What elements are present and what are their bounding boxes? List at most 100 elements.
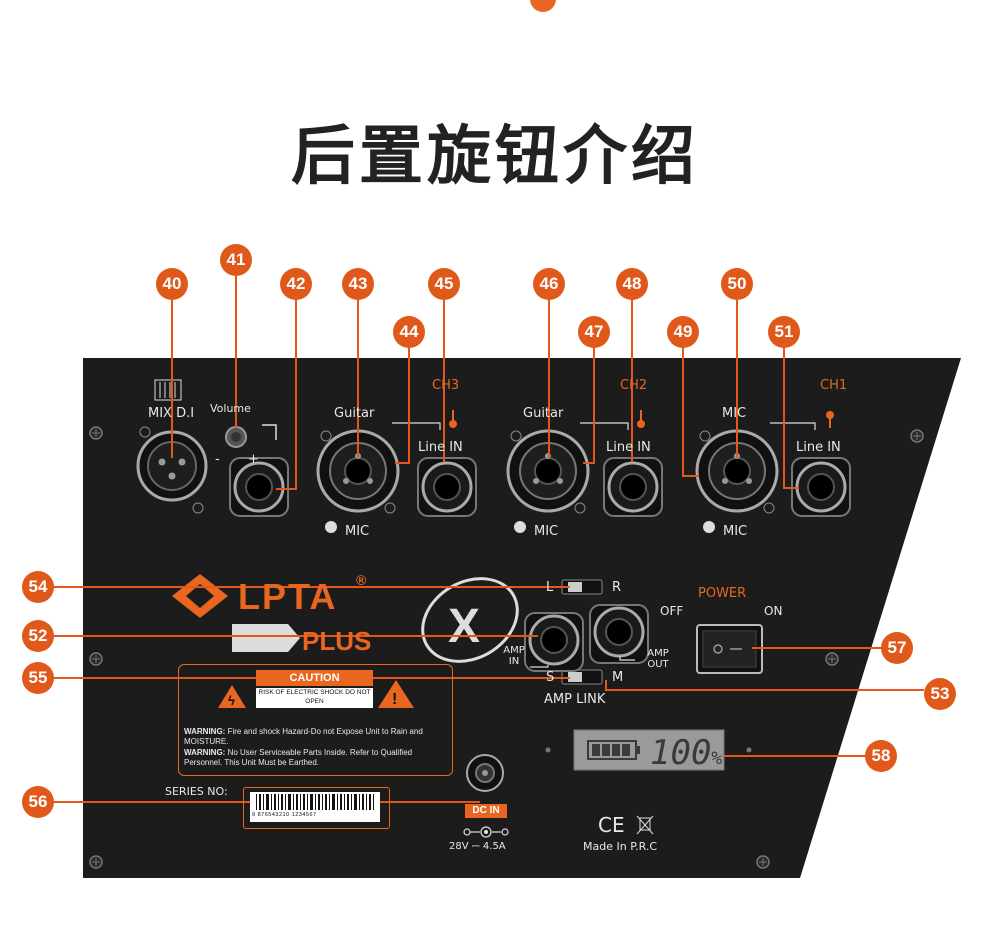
callout-42: 42 [280,268,312,300]
volume-label: Volume [210,402,251,415]
warning-2: WARNING: No User Serviceable Parts Insid… [184,748,449,768]
panel-body [83,358,961,878]
line-in-jack-ch2 [603,457,663,517]
warning-2-head: WARNING: [184,748,226,757]
amp-in-jack [524,612,584,672]
callout-40: 40 [156,268,188,300]
amp-link-label: AMP LINK [544,692,606,707]
callout-47: 47 [578,316,610,348]
callout-52: 52 [22,620,54,652]
callout-49: 49 [667,316,699,348]
callout-57: 57 [881,632,913,664]
ch2-label: CH2 [620,378,648,393]
line-in-jack-ch1 [791,457,851,517]
power-label: POWER [698,586,747,601]
ch1-mic-top-label: MIC [722,406,747,421]
xlr-mix-di-connector [136,426,208,514]
plus-logo: PLUS [302,626,372,656]
dc-rating-label: 28V ⎓ 4.5A [449,841,506,852]
lr-right-label: R [612,580,622,595]
amp-out-jack [589,604,649,664]
warning-1-text: Fire and shock Hazard-Do not Expose Unit… [184,727,423,746]
callout-56: 56 [22,786,54,818]
caution-subtitle: RISK OF ELECTRIC SHOCK DO NOT OPEN [256,688,373,708]
warning-1-head: WARNING: [184,727,226,736]
power-off-label: OFF [660,604,684,618]
callout-54: 54 [22,571,54,603]
mix-out-jack [229,457,289,517]
barcode [250,792,380,822]
callout-48: 48 [616,268,648,300]
volume-minus-label: - [215,452,220,467]
ch2-line-in-label: Line IN [606,440,651,455]
callout-44: 44 [393,316,425,348]
page-title: 后置旋钮介绍 [291,120,699,194]
sm-right-label: M [612,670,624,685]
amp-out-label: AMP OUT [647,648,669,670]
combo-jack-ch3 [316,429,400,514]
dc-in-jack [466,754,504,792]
callout-53: 53 [924,678,956,710]
lcd-readout: 100% [650,733,722,773]
mixer-icon [154,379,182,401]
svg-text:ϟ: ϟ [228,693,235,708]
guitar-icon [449,410,457,428]
top-partial-badge [530,0,556,12]
callout-lines [52,276,924,803]
made-in-label: Made In P.R.C [583,840,658,853]
callout-58: 58 [865,740,897,772]
callout-55: 55 [22,662,54,694]
svg-text:!: ! [392,691,397,708]
volume-plus-label: + [248,452,259,467]
barcode-digits: 9 876543210 1234567 [252,812,317,818]
ch3-label: CH3 [432,378,460,393]
ch1-line-in-label: Line IN [796,440,841,455]
combo-jack-ch1 [695,429,779,514]
ch3-guitar-label: Guitar [334,406,375,421]
plus-badge [232,624,288,652]
ch1-label: CH1 [820,378,848,393]
microphone-icon [826,411,834,428]
ch3-line-in-label: Line IN [418,440,463,455]
lcd-value: 100 [650,733,712,773]
lcd-unit: % [711,748,723,769]
series-box [243,787,390,829]
warning-1: WARNING: Fire and shock Hazard-Do not Ex… [184,727,449,747]
combo-jack-ch2 [506,429,590,514]
barcode-bars [256,794,374,810]
weee-icon [636,815,654,835]
warning-2-text: No User Serviceable Parts Inside. Refer … [184,748,413,767]
battery-lcd [545,729,752,771]
ch1-mic-label: MIC [723,524,748,539]
ch2-guitar-label: Guitar [523,406,564,421]
dc-in-label: DC IN [465,804,507,818]
volume-knob [225,426,247,448]
brand-registered-mark: ® [356,572,367,588]
sm-left-label: S [546,670,555,685]
caution-box [178,664,453,776]
polarity-icon [463,826,509,838]
x-logo-letter: X [448,600,480,653]
lpta-logo-icon [172,574,228,618]
callout-41: 41 [220,244,252,276]
ch2-mic-label: MIC [534,524,559,539]
ce-mark: CE [598,813,625,837]
caution-title: CAUTION [256,670,373,686]
callout-46: 46 [533,268,565,300]
guitar-icon [637,410,645,428]
callout-45: 45 [428,268,460,300]
callout-50: 50 [721,268,753,300]
series-no-label: SERIES NO: [165,785,228,798]
mix-di-label: MIX D.I [148,406,195,421]
lr-left-label: L [546,580,554,595]
xlr-icon [325,521,715,533]
warning-triangle-icon: ϟ ! [218,680,414,708]
brand-logo: LPTA [238,576,338,617]
line-in-jack-ch3 [417,457,477,517]
power-on-label: ON [764,604,783,618]
callout-43: 43 [342,268,374,300]
amp-in-label: AMP IN [503,645,525,667]
callout-51: 51 [768,316,800,348]
ch3-mic-label: MIC [345,524,370,539]
